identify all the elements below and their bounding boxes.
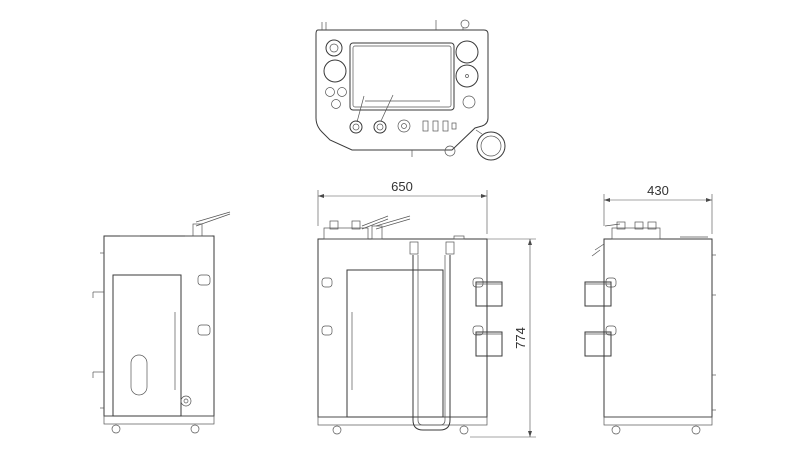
right-side-view: [584, 221, 716, 435]
side-bowl-lower: [475, 331, 503, 357]
screen: [349, 42, 455, 111]
steam-hose: [412, 255, 451, 431]
height-dimension-label: 774: [513, 327, 528, 349]
right-bowl-lower: [584, 331, 612, 357]
front-door: [346, 269, 444, 418]
left-side-view: [92, 211, 231, 434]
depth-dimension: 430: [603, 183, 713, 234]
side-bowl-top: [476, 131, 506, 161]
width-dimension: 650: [317, 179, 488, 234]
side-door: [112, 274, 182, 417]
height-dimension: 774: [470, 238, 536, 438]
front-view: [317, 215, 503, 435]
top-left-knob: [325, 39, 343, 57]
top-view: [315, 19, 506, 161]
right-bowl-upper: [584, 281, 612, 307]
tap-left: [349, 120, 363, 134]
tap-right: [373, 120, 387, 134]
side-bowl-upper: [475, 281, 503, 307]
depth-dimension-label: 430: [647, 183, 669, 198]
width-dimension-label: 650: [391, 179, 413, 194]
